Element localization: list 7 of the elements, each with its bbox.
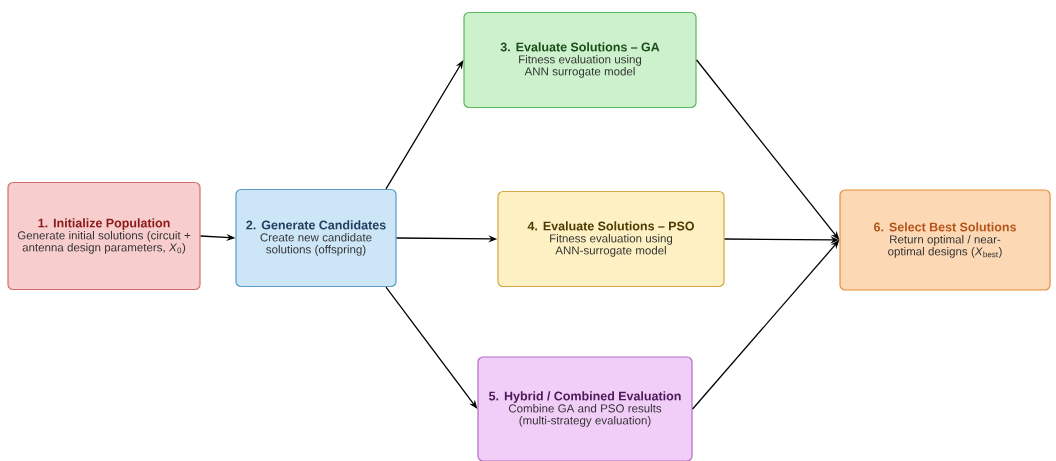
process-box: 4. Evaluate Solutions – PSO Fitness evaluation using ANN-surrogate model	[497, 190, 725, 288]
arrow	[385, 60, 464, 190]
process-box: 6. Select Best Solutions Return optimal / near-optimal designs (X$_{best}$)	[839, 189, 1051, 291]
process-box: 5. Hybrid / Combined Evaluation Combine GA and PSO results (multi-strategy evaluation)	[477, 356, 693, 461]
process-box: 3. Evaluate Solutions – GA Fitness evaluation using ANN surrogate model	[463, 11, 697, 109]
process-box: 2. Generate Candidates Create new candidate solutions (offspring)	[235, 188, 397, 288]
process-box: 1. Initialize Population Generate initial solutions (circuit + antenna design parameters, X$_{0}$)	[7, 181, 201, 291]
